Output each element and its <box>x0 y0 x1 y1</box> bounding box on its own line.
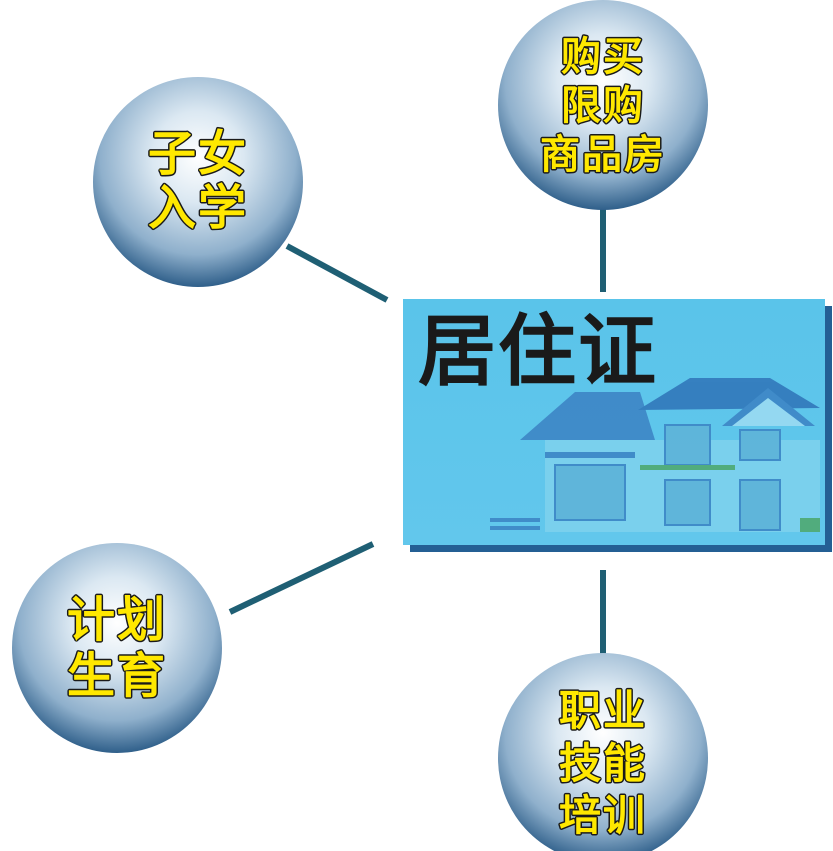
connector-to-education <box>285 243 389 303</box>
bubble-family-planning: 计划 生育 <box>12 543 222 753</box>
bubble-family-planning-sphere <box>12 543 222 753</box>
bubble-buy-house-line-1: 购买 <box>561 34 645 80</box>
bubble-job-training-line-1: 职业 <box>559 686 647 735</box>
bubble-buy-house-line-3: 商品房 <box>540 132 666 178</box>
bubble-job-training-line-3: 培训 <box>559 791 647 840</box>
house-illustration <box>490 378 820 532</box>
bubble-job-training-line-2: 技能 <box>559 739 647 788</box>
center-title: 居住证 <box>418 307 658 397</box>
bubble-education: 子女 入学 <box>93 77 303 287</box>
bubble-education-sphere <box>93 77 303 287</box>
bubble-education-line-2: 入学 <box>148 180 248 236</box>
bubble-family-planning-line-1: 计划 <box>67 592 167 648</box>
bubble-job-training: 职业 技能 培训 <box>498 653 708 851</box>
bubble-buy-house: 购买 限购 商品房 <box>498 0 708 210</box>
bubble-job-training-sphere <box>498 653 708 851</box>
bubble-education-line-1: 子女 <box>148 126 248 182</box>
bubble-buy-house-sphere <box>498 0 708 210</box>
connector-to-family-planning <box>228 541 375 615</box>
bubble-family-planning-line-2: 生育 <box>67 648 167 704</box>
center-card: 居住证 <box>403 299 832 552</box>
bubble-buy-house-line-2: 限购 <box>561 83 645 129</box>
